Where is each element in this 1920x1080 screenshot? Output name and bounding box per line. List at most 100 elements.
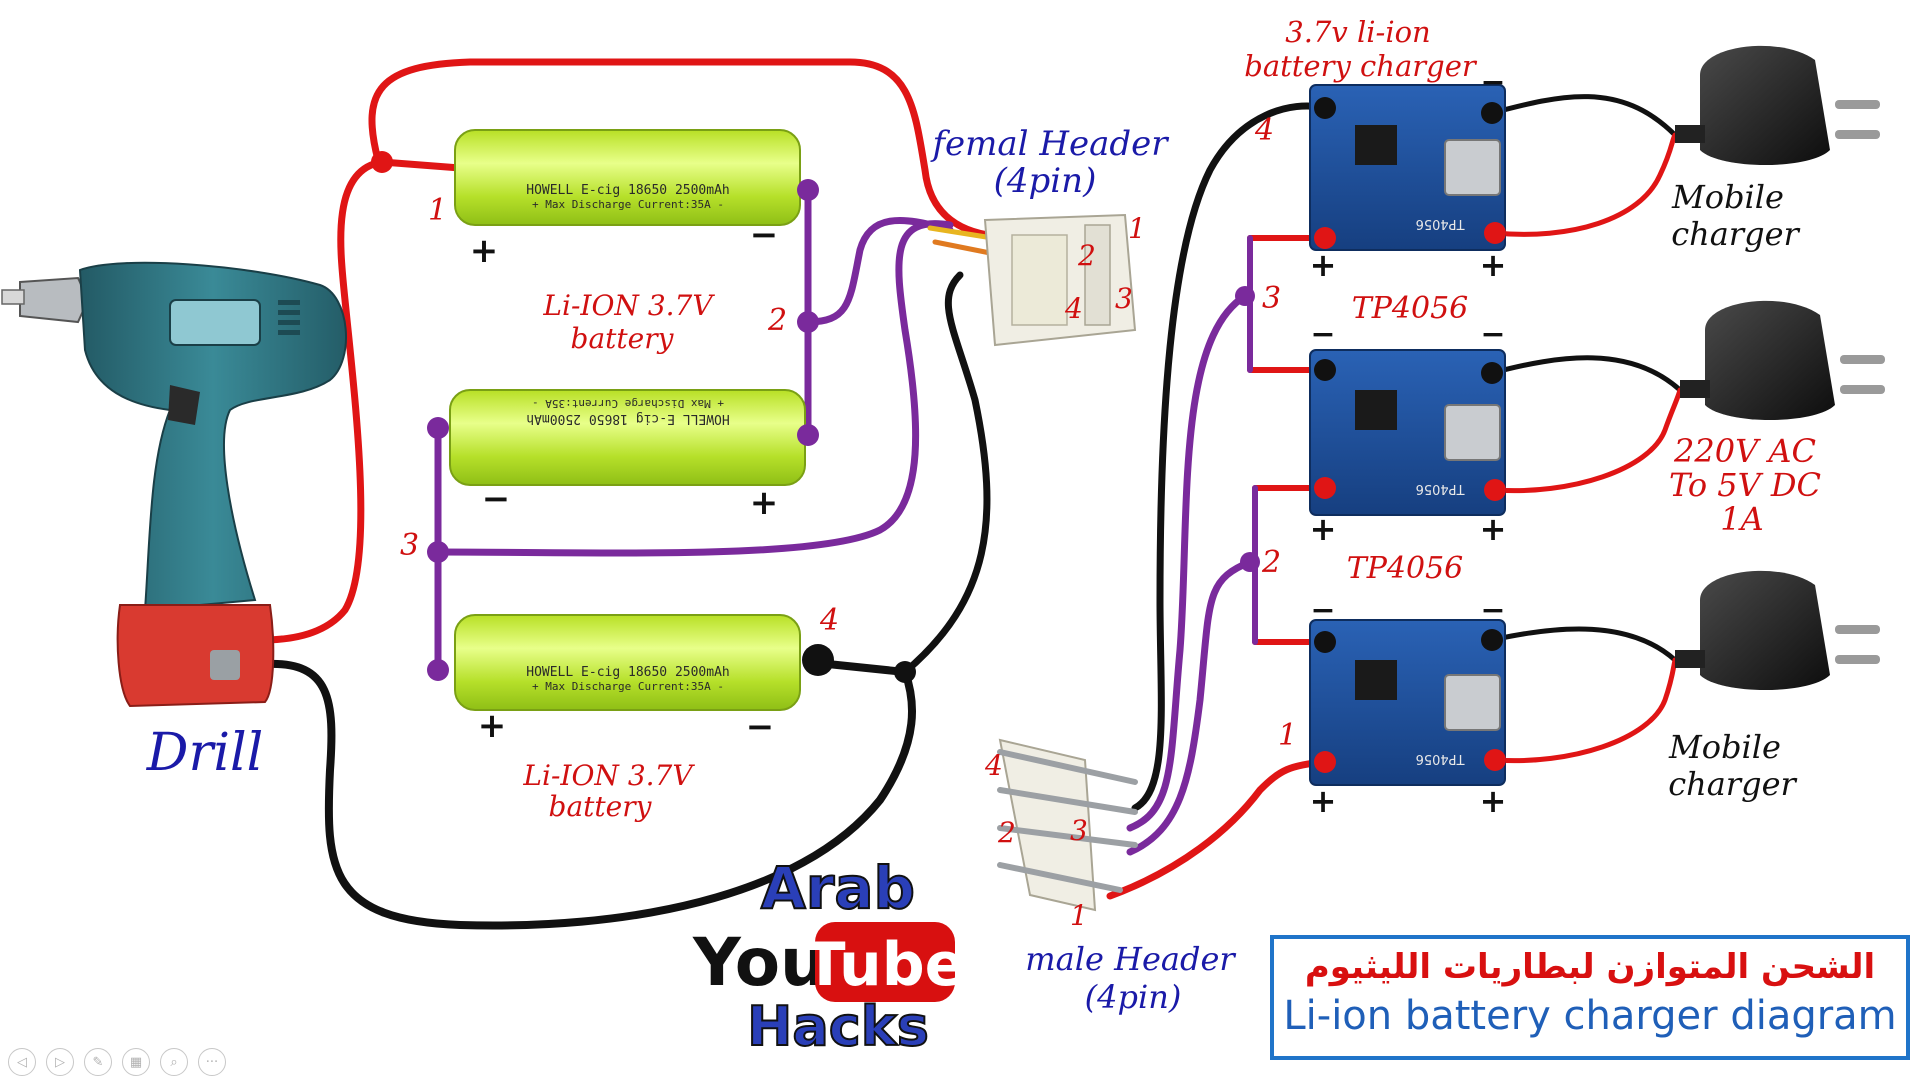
mobile-charger-top-2: charger	[1671, 215, 1800, 253]
red-wire-mobile3	[1492, 657, 1678, 764]
cell3-label-2: + Max Discharge Current:35A -	[532, 680, 724, 693]
logo-tube-box	[815, 922, 955, 1002]
module1-chip-label: TP4056	[1416, 216, 1466, 231]
m2-in-minus: −	[1480, 317, 1505, 352]
drill-label: Drill	[146, 723, 263, 783]
adapter-spec-1: 220V AC	[1673, 432, 1816, 470]
pen-icon[interactable]: ✎	[84, 1048, 112, 1076]
slide-nav-controls: ◁ ▷ ✎ ▦ ⌕ ···	[8, 1048, 226, 1076]
module-terminals	[1314, 97, 1506, 773]
next-icon[interactable]: ▷	[46, 1048, 74, 1076]
battery-bottom-label-1: Li-ION 3.7V	[522, 759, 695, 792]
red-wire-drill-plus	[258, 158, 386, 644]
battery-cell-3: HOWELL E-cig 18650 2500mAh + Max Dischar…	[454, 614, 801, 711]
bat-node-1: 1	[428, 193, 447, 228]
purple-wire-node2	[804, 217, 954, 326]
female-pin-1: 1	[1128, 212, 1146, 245]
tp4056-label-b: TP4056	[1347, 551, 1464, 586]
black-wire-mobile1	[1489, 94, 1678, 138]
female-header	[983, 213, 1137, 347]
tp4056-module-1: TP4056	[1309, 84, 1506, 251]
junction-drill-minus	[894, 661, 916, 683]
slides-icon[interactable]: ▦	[122, 1048, 150, 1076]
junction-node4	[802, 644, 834, 676]
drill-illustration	[1, 261, 347, 708]
bat-node-3: 3	[400, 528, 419, 563]
module2-chip-label: TP4056	[1416, 481, 1466, 496]
cell3-label-1: HOWELL E-cig 18650 2500mAh	[526, 665, 730, 680]
bat-node-2: 2	[767, 303, 787, 338]
red-wire-mobile1	[1492, 132, 1678, 237]
cell1-label-2: + Max Discharge Current:35A -	[532, 198, 724, 211]
mobile-charger-bottom-1: Mobile	[1668, 728, 1781, 766]
red-wire-battery1-plus	[378, 158, 464, 172]
title-box: الشحن المتوازن لبطاريات الليثيوم Li-ion …	[1270, 935, 1910, 1060]
cell2-minus: −	[482, 479, 511, 519]
m2-bat-minus: −	[1310, 317, 1335, 352]
adapter-spec-2: To 5V DC	[1669, 466, 1821, 504]
battery-top-label-2: battery	[571, 322, 675, 355]
male-pin-3: 3	[1070, 814, 1088, 847]
prev-icon[interactable]: ◁	[8, 1048, 36, 1076]
purple-wire-charger-node2	[1126, 558, 1254, 856]
more-icon[interactable]: ···	[198, 1048, 226, 1076]
cell2-label-2: + Max Discharge Current:35A -	[532, 397, 724, 410]
mobile-charger-bottom-2: charger	[1668, 765, 1797, 803]
junction-charger-node2	[1240, 552, 1260, 572]
title-english: Li-ion battery charger diagram	[1283, 993, 1897, 1039]
charger-node-3: 3	[1262, 281, 1281, 316]
m2-bat-plus: +	[1310, 510, 1337, 548]
female-pin-4: 4	[1064, 292, 1083, 325]
m3-in-plus: +	[1480, 782, 1507, 820]
drill-chuck	[19, 276, 90, 324]
junction-charger-node3	[1235, 286, 1255, 306]
male-header-label-1: male Header	[1025, 940, 1236, 978]
red-wire-top-loop	[368, 58, 999, 240]
junction-node1	[371, 151, 393, 173]
mobile-charger-3	[1675, 570, 1880, 690]
mobile-charger-1	[1675, 45, 1880, 166]
cell1-plus: +	[470, 231, 499, 271]
female-header-label-2: (4pin)	[994, 161, 1097, 201]
cell2-label-1: HOWELL E-cig 18650 2500mAh	[526, 411, 730, 426]
logo-tube: Tube	[805, 930, 966, 1000]
m1-bat-plus: +	[1310, 246, 1337, 284]
junction-cell2-minus	[427, 417, 449, 439]
arab-youtube-hacks-logo: Arab You Tube Hacks	[692, 853, 966, 1059]
battery-top-label-1: Li-ION 3.7V	[542, 289, 715, 322]
female-pin-3: 3	[1115, 282, 1133, 315]
title-arabic: الشحن المتوازن لبطاريات الليثيوم	[1304, 947, 1876, 987]
drill-trigger	[168, 385, 200, 425]
black-wire-drill-minus	[264, 659, 917, 930]
junction-cell1-minus	[797, 179, 819, 201]
tp4056-module-2: TP4056	[1309, 349, 1506, 516]
tp4056-module-3: TP4056	[1309, 619, 1506, 786]
cell1-minus: −	[750, 215, 779, 255]
drill-body	[78, 261, 347, 612]
zoom-icon[interactable]: ⌕	[160, 1048, 188, 1076]
battery-cell-2: HOWELL E-cig 18650 2500mAh + Max Dischar…	[449, 389, 806, 486]
black-wire-mobile3	[1489, 626, 1678, 663]
polarity-signs: + − − + + − − + + − − + + − − + +	[470, 65, 1507, 820]
black-wire-female-header	[901, 271, 991, 676]
charger-node-4: 4	[1254, 113, 1274, 148]
junction-cell2-plus	[797, 424, 819, 446]
battery-bottom-label-2: battery	[549, 790, 653, 823]
junction-dots	[371, 151, 1260, 683]
junction-node2	[797, 311, 819, 333]
logo-you: You	[692, 924, 827, 1001]
junction-cell3-plus	[427, 659, 449, 681]
cell3-plus: +	[478, 706, 507, 746]
male-header-label-2: (4pin)	[1085, 978, 1182, 1016]
black-wire-charger-node4	[1131, 102, 1329, 812]
cell1-label-1: HOWELL E-cig 18650 2500mAh	[526, 183, 730, 198]
m2-in-plus: +	[1480, 510, 1507, 548]
purple-wire-node3	[434, 220, 954, 557]
adapter-spec-3: 1A	[1720, 500, 1763, 538]
m1-in-minus: −	[1480, 65, 1505, 100]
purple-wire-charger-node3	[1126, 292, 1249, 832]
drill-battery	[116, 604, 275, 708]
logo-arab: Arab	[761, 854, 915, 922]
